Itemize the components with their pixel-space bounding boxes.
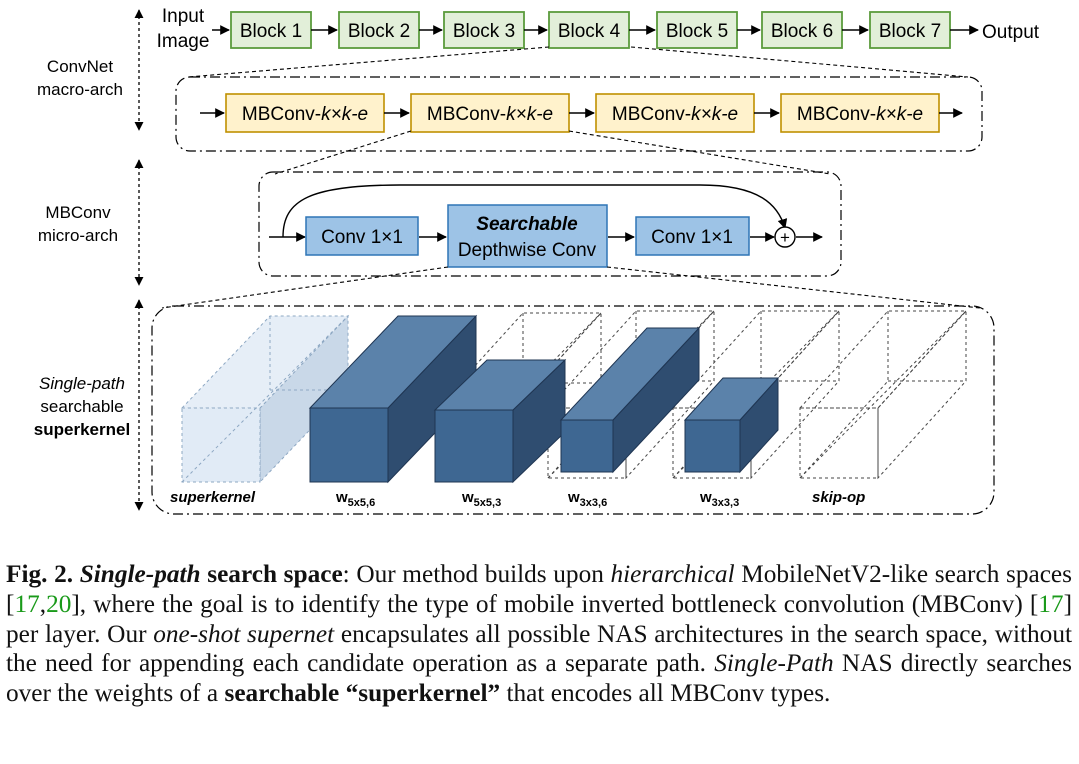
citation-link[interactable]: 17 xyxy=(1038,589,1064,618)
citation-link[interactable]: 17 xyxy=(14,589,40,618)
label-skip-op: skip-op xyxy=(812,489,865,506)
mbconv-2-box xyxy=(410,93,570,133)
mbconv-4-label: MBConv-k×k-e xyxy=(797,104,923,125)
block-1-label: Block 1 xyxy=(240,21,302,42)
figure-caption: Fig. 2. Single-path search space: Our me… xyxy=(6,560,1072,709)
label-superkernel: superkernel xyxy=(170,489,256,506)
caption-text: encapsulates all possible NAS architectu… xyxy=(6,619,1072,678)
superkernel-container xyxy=(151,305,995,515)
mbconv-3-label: MBConv-k×k-e xyxy=(612,104,738,125)
macro-side-label-1: ConvNet xyxy=(47,57,113,76)
mbconv-4-box xyxy=(780,93,940,133)
caption-text: MobileNetV2-like search spaces [ xyxy=(6,560,1073,618)
mbconv-1-label: MBConv-k×k-e xyxy=(242,104,368,125)
caption-italic: Single-Path xyxy=(714,649,834,678)
superkernel-side-label-3: superkernel xyxy=(34,420,130,439)
conv1x1-right-label: Conv 1×1 xyxy=(651,227,733,248)
superkernel-side-label-2: searchable xyxy=(40,397,123,416)
block-4-label: Block 4 xyxy=(558,21,621,42)
zoom-lines-mbconv xyxy=(274,130,831,175)
architecture-diagram: ConvNet macro-arch MBConv micro-arch Sin… xyxy=(34,6,1040,515)
cube-w333 xyxy=(683,376,780,474)
caption-italic: hierarchical xyxy=(610,560,735,588)
cube-w556 xyxy=(308,314,478,484)
label-w333: w3x3,3 xyxy=(699,489,739,509)
block-2-label: Block 2 xyxy=(348,21,410,42)
conv1x1-right-box xyxy=(635,216,750,256)
block-5-label: Block 5 xyxy=(666,21,728,42)
zoom-lines-block4 xyxy=(187,46,969,78)
caption-italic: one-shot supernet xyxy=(153,619,335,648)
searchable-title: Searchable xyxy=(476,214,578,235)
caption-text: that encodes all MBConv types. xyxy=(500,679,831,708)
micro-side-label-1: MBConv xyxy=(45,203,111,222)
searchable-dwconv-box xyxy=(447,204,608,268)
input-label-2: Image xyxy=(157,31,210,52)
block-2-box xyxy=(338,11,420,49)
block-1-box xyxy=(230,11,312,49)
cube-w553 xyxy=(433,358,567,484)
caption-text: NAS directly searches over the weights o… xyxy=(6,649,1072,708)
label-w553: w5x5,3 xyxy=(461,489,501,509)
kernel-cubes xyxy=(180,309,968,484)
mbconv-3-box xyxy=(595,93,755,133)
searchable-subtitle: Depthwise Conv xyxy=(458,240,597,261)
block-3-label: Block 3 xyxy=(453,21,515,42)
fig-label: Fig. 2. xyxy=(6,560,74,588)
block-7-label: Block 7 xyxy=(879,21,941,42)
output-label: Output xyxy=(982,22,1040,43)
zoom-lines-searchable xyxy=(161,266,981,309)
conv1x1-left-box xyxy=(305,216,419,256)
micro-arch-container xyxy=(258,171,842,277)
skip-connection-arrow xyxy=(282,184,788,238)
block-row: Block 1 Block 2 Block 3 Block 4 Block 5 Block… xyxy=(212,11,979,49)
caption-title: search space xyxy=(207,560,343,588)
label-w556: w5x5,6 xyxy=(335,489,375,509)
caption-text: ], where the goal is to identify the typ… xyxy=(71,589,1039,618)
wire-skip-op xyxy=(798,309,968,480)
input-label-1: Input xyxy=(162,6,205,27)
add-node xyxy=(774,226,796,248)
citation-link[interactable]: 20 xyxy=(46,589,72,618)
add-symbol: + xyxy=(780,228,790,247)
superkernel-cube xyxy=(180,314,350,484)
cube-w336 xyxy=(559,326,701,474)
macro-side-label-2: macro-arch xyxy=(37,80,123,99)
mbconv-2-label: MBConv-k×k-e xyxy=(427,104,553,125)
caption-text: ] per layer. Our xyxy=(6,589,1072,648)
block-6-label: Block 6 xyxy=(771,21,833,42)
conv1x1-left-label: Conv 1×1 xyxy=(321,227,403,248)
mbconv-row: MBConv-k×k-e MBConv-k×k-e MBConv-k×k-e MBCo… xyxy=(200,93,963,133)
micro-side-label-2: micro-arch xyxy=(38,226,118,245)
mbconv-row-container xyxy=(175,76,983,152)
caption-title-italic: Single-path xyxy=(79,560,201,588)
caption-text: : Our method builds upon xyxy=(342,560,611,588)
label-w336: w3x3,6 xyxy=(567,489,607,509)
caption-text: , xyxy=(39,589,47,618)
block-5-box xyxy=(656,11,738,49)
caption-bold: searchable “superkernel” xyxy=(224,679,501,708)
superkernel-side-label-1: Single-path xyxy=(39,374,125,393)
